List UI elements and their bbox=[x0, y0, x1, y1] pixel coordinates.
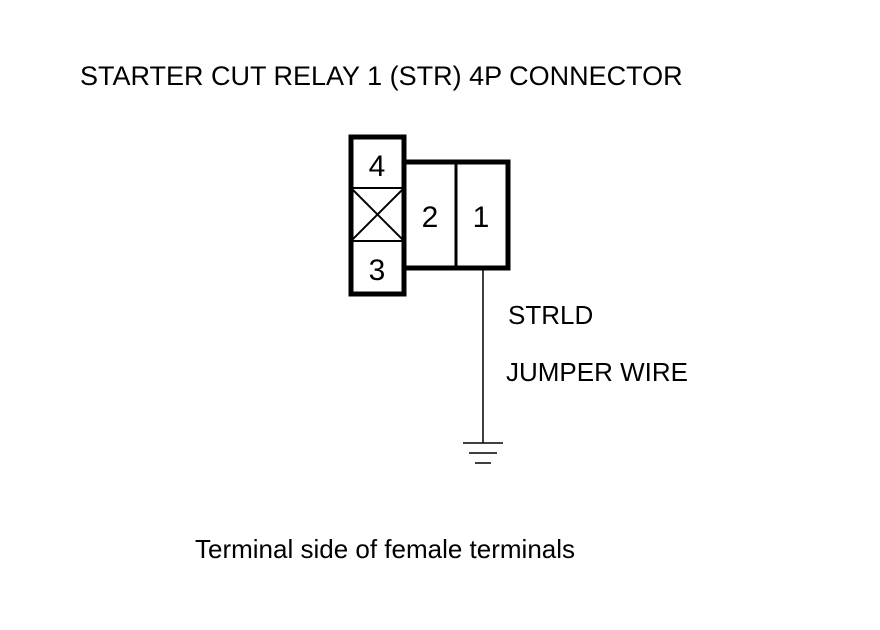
terminal-4-label: 4 bbox=[369, 150, 386, 183]
diagram-title: STARTER CUT RELAY 1 (STR) 4P CONNECTOR bbox=[80, 61, 683, 91]
terminal-2-label: 2 bbox=[422, 201, 439, 234]
blank-cavity-x-mark bbox=[349, 186, 406, 243]
wire-type-label: JUMPER WIRE bbox=[506, 357, 688, 387]
terminal-3-label: 3 bbox=[369, 254, 386, 287]
terminal-1-label: 1 bbox=[473, 201, 490, 234]
connector-body bbox=[348, 134, 511, 297]
view-caption: Terminal side of female terminals bbox=[195, 534, 576, 564]
wire-signal-label: STRLD bbox=[508, 300, 594, 330]
connector-left-column bbox=[348, 134, 407, 297]
ground-icon bbox=[463, 442, 503, 464]
